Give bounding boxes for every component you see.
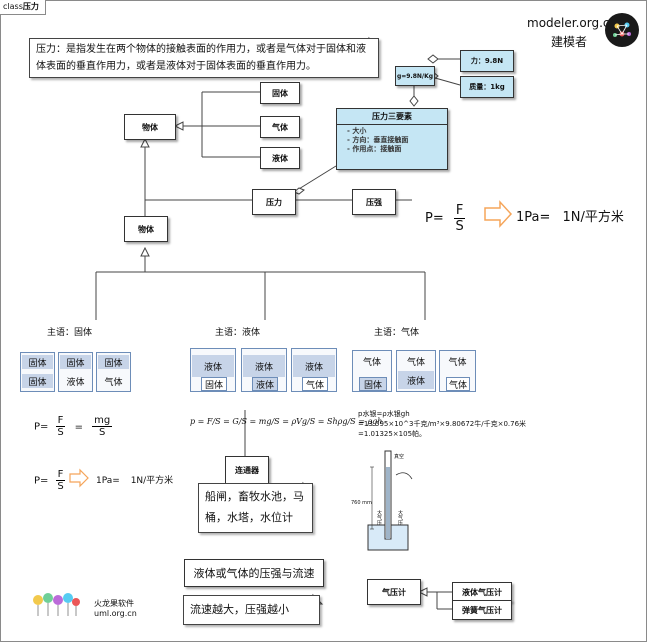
logo-site: uml.org.cn (94, 609, 137, 618)
arrow-icon (484, 200, 513, 228)
gas-group-2: 气体 液体 (396, 350, 436, 392)
class-connector[interactable]: 连通器 (225, 456, 269, 484)
solid-formula-num: F (55, 415, 66, 427)
solid-formula-eq: = (74, 421, 83, 433)
solid-formula-den: S (57, 427, 64, 438)
solid-formula-2-num: F (55, 469, 66, 481)
gas-group-1: 气体 固体 (352, 350, 392, 392)
class-solid[interactable]: 固体 (260, 82, 300, 104)
gas-group-3-top: 气体 (448, 357, 467, 368)
brand-name: 建模者 (551, 35, 588, 49)
tab-title: 压力 (22, 2, 39, 11)
class-liquid[interactable]: 液体 (260, 147, 300, 169)
liquid-formula: p = F/S = G/S = mg/S = ρVg/S = Shρg/S = … (190, 417, 383, 426)
subject-liquid: 主语：液体 (215, 328, 261, 338)
connector-examples-note: 船闸，畜牧水池，马桶，水塔，水位计 (198, 483, 313, 533)
three-elements-list: - 大小 - 方向：垂直接触面 - 作用点：接触面 (347, 127, 409, 153)
solid-unit-lhs: 1Pa= (96, 476, 120, 486)
solid-group-2: 固体 液体 (58, 352, 93, 392)
solid-group-3-top: 固体 (98, 355, 129, 369)
subject-solid: 主语：固体 (47, 328, 93, 338)
barometer-apparatus-icon (367, 450, 413, 551)
solid-unit: 1Pa= 1N/平方米 (96, 473, 173, 486)
solid-formula-num2: mg (92, 415, 113, 427)
liquid-group-1: 液体 固体 (190, 348, 236, 392)
liquid-group-3-bottom: 气体 (302, 377, 328, 391)
liquid-group-2: 液体 液体 (241, 348, 287, 392)
gas-group-1-top: 气体 (362, 357, 381, 368)
gas-group-2-top: 气体 (406, 357, 425, 368)
main-formula: P= F S (425, 203, 466, 234)
logo-icon (33, 593, 80, 616)
mercury-line-1: p水银=ρ水银gh (358, 410, 410, 418)
element-direction: 方向：垂直接触面 (352, 136, 409, 144)
three-elements-title: 压力三要素 (337, 109, 447, 125)
solid-formula-lhs: P= (34, 421, 49, 433)
flow-title[interactable]: 液体或气体的压强与流速 (184, 559, 324, 587)
main-formula-num: F (453, 203, 466, 219)
main-unit-lhs: 1Pa= (516, 210, 551, 225)
liquid-group-1-bottom: 固体 (201, 377, 227, 391)
solid-formula-2-den: S (57, 481, 64, 492)
class-mass[interactable]: 质量：1kg (460, 76, 514, 98)
class-gravity[interactable]: g=9.8N/Kg (395, 66, 435, 86)
gas-group-3: 气体 气体 (439, 350, 476, 392)
height-label: 760 mm (351, 500, 372, 506)
vacuum-label: 真空 (394, 454, 405, 460)
class-gas[interactable]: 气体 (260, 116, 300, 138)
solid-formula-2: P= F S (34, 469, 66, 492)
element-point: 作用点：接触面 (352, 145, 402, 153)
liquid-group-3-top: 液体 (293, 355, 335, 377)
atm-label-1: 大气压 (376, 510, 382, 525)
solid-group-3: 固体 气体 (96, 352, 131, 392)
brain-icon (605, 13, 639, 47)
flow-note: 流速越大，压强越小 (183, 595, 320, 625)
class-force[interactable]: 力：9.8N (460, 50, 514, 72)
class-object-bottom[interactable]: 物体 (124, 216, 168, 242)
tab-prefix: class (3, 2, 23, 11)
liquid-group-3: 液体 气体 (291, 348, 337, 392)
gas-group-3-bottom: 气体 (446, 377, 470, 391)
solid-group-1-bottom: 固体 (22, 374, 53, 388)
solid-unit-value: 1N/平方米 (130, 476, 174, 486)
atm-label-2: 大气压 (397, 510, 403, 525)
gas-group-1-bottom: 固体 (359, 377, 387, 391)
solid-group-3-bottom: 气体 (104, 377, 123, 388)
main-unit-value: 1N/平方米 (562, 210, 624, 225)
arrow-icon-small (69, 468, 89, 488)
solid-group-1: 固体 固体 (20, 352, 55, 392)
solid-group-1-top: 固体 (22, 355, 53, 369)
subject-gas: 主语：气体 (374, 328, 420, 338)
main-formula-lhs: P= (425, 211, 444, 226)
class-liquid-manometer[interactable]: 液体气压计 (452, 582, 512, 602)
class-pressure-force[interactable]: 压力 (252, 189, 296, 215)
mercury-line-2: =13.595×10^3千克/m³×9.80672牛/千克×0.76米 (358, 420, 527, 428)
element-size: 大小 (352, 127, 367, 135)
class-object-top[interactable]: 物体 (124, 114, 176, 140)
solid-formula-2-lhs: P= (34, 475, 49, 487)
logo-name: 火龙果软件 (94, 599, 134, 608)
solid-formula: P= F S = mg S (34, 415, 113, 438)
class-pressure[interactable]: 压强 (352, 189, 396, 215)
solid-group-2-bottom: 液体 (66, 377, 85, 388)
solid-formula-den2: S (99, 427, 106, 438)
definition-note: 压力：是指发生在两个物体的接触表面的作用力，或者是气体对于固体和液体表面的垂直作… (29, 38, 379, 78)
class-barometer[interactable]: 气压计 (367, 579, 421, 605)
solid-group-2-top: 固体 (60, 355, 91, 369)
main-formula-den: S (455, 219, 464, 234)
liquid-group-1-top: 液体 (192, 355, 234, 377)
mercury-calc: p水银=ρ水银gh =13.595×10^3千克/m³×9.80672牛/千克×… (358, 409, 526, 439)
class-three-elements[interactable]: 压力三要素 - 大小 - 方向：垂直接触面 - 作用点：接触面 (336, 108, 448, 170)
liquid-group-2-top: 液体 (243, 355, 285, 377)
liquid-group-2-bottom: 液体 (252, 377, 278, 391)
diagram-tab: class压力 (0, 0, 46, 15)
main-unit: 1Pa= 1N/平方米 (516, 206, 624, 225)
mercury-line-3: =1.01325×105帕。 (358, 430, 427, 438)
class-spring-manometer[interactable]: 弹簧气压计 (452, 600, 512, 620)
brand-site: modeler.org.cn (527, 16, 618, 30)
gas-group-2-bottom: 液体 (398, 371, 434, 389)
